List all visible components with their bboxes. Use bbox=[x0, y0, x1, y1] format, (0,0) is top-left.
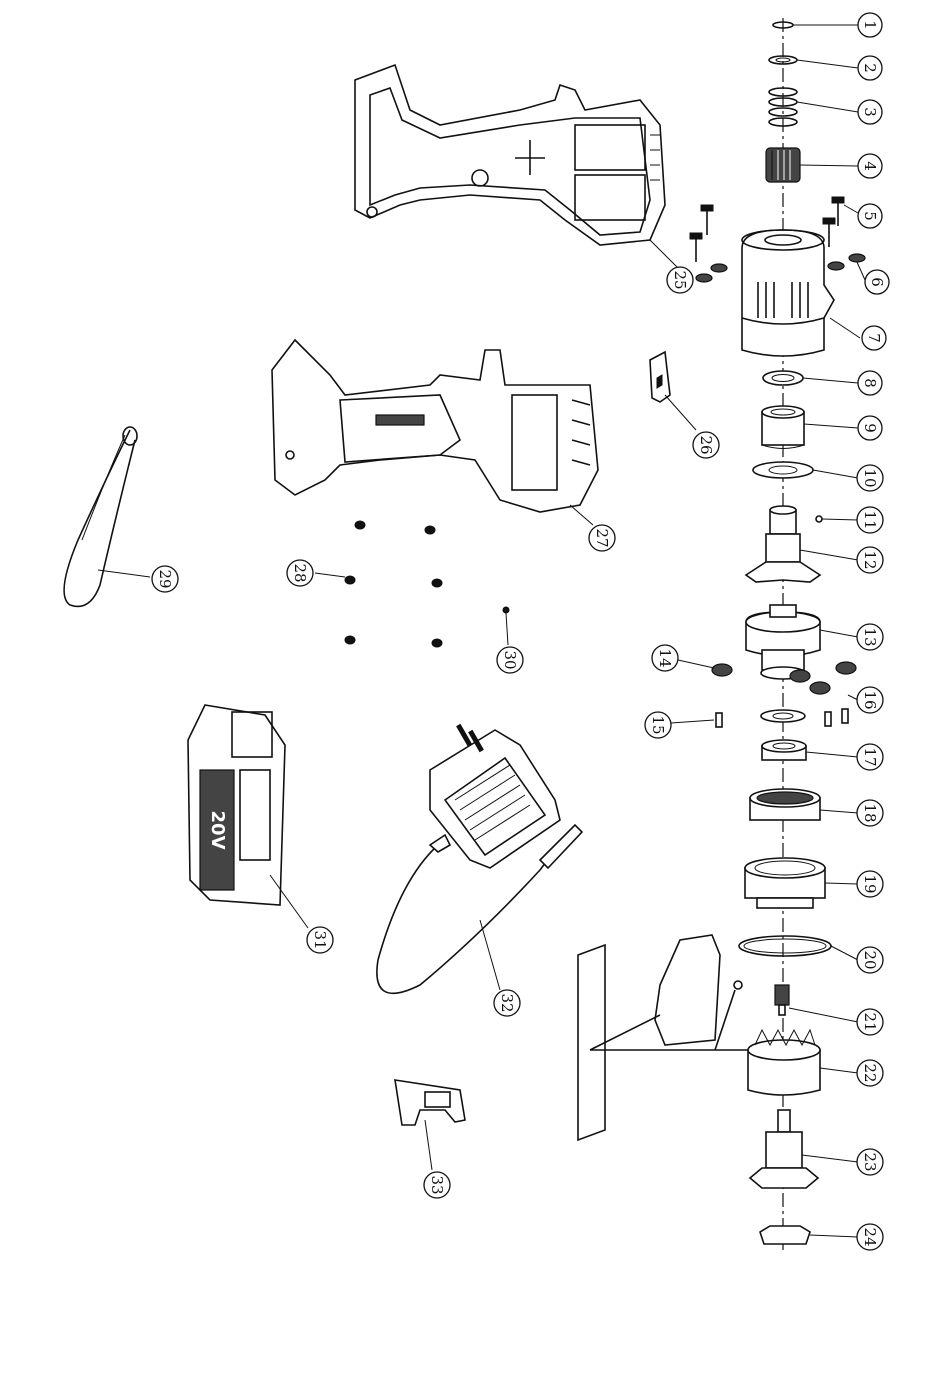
svg-text:12: 12 bbox=[861, 550, 879, 569]
callout-22: 22 bbox=[857, 1060, 883, 1086]
callout-16: 16 bbox=[857, 687, 883, 713]
callout-27: 27 bbox=[589, 525, 615, 551]
svg-text:30: 30 bbox=[501, 650, 519, 669]
callout-19: 19 bbox=[857, 871, 883, 897]
part-29-lanyard bbox=[64, 427, 137, 606]
callout-17: 17 bbox=[857, 744, 883, 770]
callout-23: 23 bbox=[857, 1149, 883, 1175]
callout-24: 24 bbox=[857, 1224, 883, 1250]
part-27-right-housing bbox=[272, 340, 598, 512]
svg-text:22: 22 bbox=[861, 1063, 879, 1082]
svg-text:29: 29 bbox=[156, 569, 174, 588]
svg-text:17: 17 bbox=[861, 747, 879, 766]
callout-28: 28 bbox=[287, 560, 313, 586]
svg-text:24: 24 bbox=[861, 1227, 879, 1246]
battery-voltage-label: 20V bbox=[207, 811, 228, 850]
part-22-stator bbox=[748, 1030, 820, 1095]
svg-text:27: 27 bbox=[593, 528, 611, 547]
part-23-rotor bbox=[750, 1110, 818, 1188]
callout-8: 8 bbox=[858, 371, 882, 395]
callout-12: 12 bbox=[857, 547, 883, 573]
part-4-bit-sleeve bbox=[766, 148, 800, 182]
callout-15: 15 bbox=[645, 712, 671, 738]
svg-text:14: 14 bbox=[656, 648, 674, 667]
svg-text:1: 1 bbox=[861, 20, 879, 30]
svg-text:4: 4 bbox=[861, 161, 879, 171]
callout-2: 2 bbox=[858, 56, 882, 80]
part-25-left-housing bbox=[355, 65, 665, 245]
svg-text:28: 28 bbox=[291, 563, 309, 582]
callout-20: 20 bbox=[857, 947, 883, 973]
callout-32: 32 bbox=[494, 990, 520, 1016]
part-26-belt-clip-small bbox=[650, 352, 670, 402]
svg-text:13: 13 bbox=[861, 627, 879, 646]
callout-33: 33 bbox=[424, 1172, 450, 1198]
part-20-o-ring bbox=[739, 936, 831, 956]
callout-1: 1 bbox=[858, 13, 882, 37]
svg-text:31: 31 bbox=[311, 930, 329, 949]
callout-3: 3 bbox=[858, 100, 882, 124]
callout-31: 31 bbox=[307, 927, 333, 953]
callout-30: 30 bbox=[497, 647, 523, 673]
callout-18: 18 bbox=[857, 800, 883, 826]
part-12-anvil bbox=[746, 506, 820, 582]
svg-text:25: 25 bbox=[671, 270, 689, 289]
callout-13: 13 bbox=[857, 624, 883, 650]
callout-6: 6 bbox=[865, 270, 889, 294]
part-8-ring bbox=[763, 371, 803, 385]
part-9-needle-bearing bbox=[762, 406, 804, 449]
callout-10: 10 bbox=[857, 465, 883, 491]
part-16-washer bbox=[761, 710, 805, 722]
switch-assembly bbox=[578, 935, 748, 1140]
svg-text:19: 19 bbox=[861, 874, 879, 893]
callout-11: 11 bbox=[857, 507, 883, 533]
svg-text:6: 6 bbox=[868, 277, 886, 287]
part-13-hammer bbox=[746, 605, 820, 679]
svg-text:9: 9 bbox=[861, 423, 879, 433]
svg-text:5: 5 bbox=[861, 211, 879, 221]
part-21-pinion bbox=[775, 985, 789, 1015]
callout-21: 21 bbox=[857, 1009, 883, 1035]
svg-text:7: 7 bbox=[865, 333, 883, 343]
part-18-ring-gear bbox=[750, 789, 820, 820]
part-11-steel-ball bbox=[816, 516, 822, 522]
svg-text:21: 21 bbox=[861, 1012, 879, 1031]
svg-text:18: 18 bbox=[861, 803, 879, 822]
callout-7: 7 bbox=[862, 326, 886, 350]
part-28-screws bbox=[345, 521, 442, 647]
svg-text:20: 20 bbox=[861, 950, 879, 969]
callout-5: 5 bbox=[858, 204, 882, 228]
part-7-gear-housing bbox=[742, 230, 834, 356]
svg-text:15: 15 bbox=[649, 715, 667, 734]
callout-4: 4 bbox=[858, 154, 882, 178]
part-19-gear-case bbox=[745, 858, 825, 908]
callout-14: 14 bbox=[652, 645, 678, 671]
svg-text:32: 32 bbox=[498, 993, 516, 1012]
callout-25: 25 bbox=[667, 267, 693, 293]
svg-text:10: 10 bbox=[861, 468, 879, 487]
svg-text:3: 3 bbox=[861, 107, 879, 117]
svg-text:11: 11 bbox=[861, 510, 879, 529]
part-32-charger bbox=[377, 724, 582, 993]
part-30-screw bbox=[503, 607, 509, 613]
callout-29: 29 bbox=[152, 566, 178, 592]
svg-text:2: 2 bbox=[861, 63, 879, 73]
part-24-fan bbox=[760, 1226, 810, 1244]
part-17-ball-bearing bbox=[762, 740, 806, 760]
svg-text:16: 16 bbox=[861, 690, 879, 709]
svg-text:26: 26 bbox=[697, 435, 715, 454]
part-10-washer bbox=[753, 462, 813, 478]
svg-text:8: 8 bbox=[861, 378, 879, 388]
svg-text:33: 33 bbox=[428, 1175, 446, 1194]
callout-26: 26 bbox=[693, 432, 719, 458]
part-33-belt-clip bbox=[395, 1080, 465, 1125]
svg-text:23: 23 bbox=[861, 1152, 879, 1171]
callout-9: 9 bbox=[858, 416, 882, 440]
